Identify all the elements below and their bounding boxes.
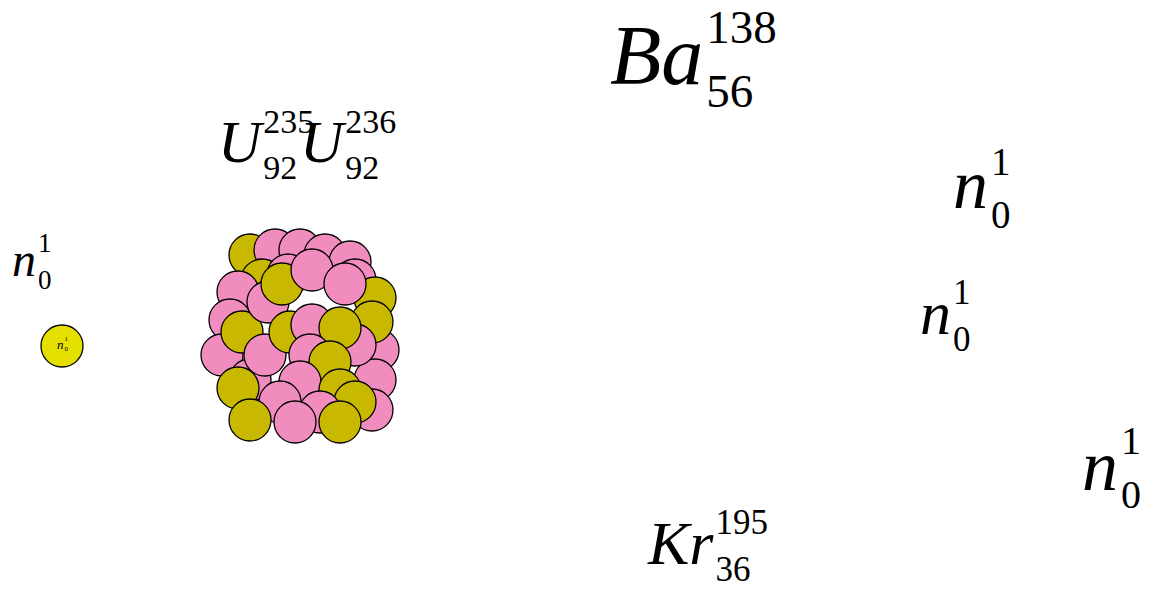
neutron-group: n10 <box>57 338 68 354</box>
nuclide-numbers: 10 <box>991 142 1011 234</box>
neutron-symbol: n <box>1082 430 1118 502</box>
nuclide-numbers: 10 <box>38 230 52 294</box>
atomic-number: 0 <box>1121 475 1141 515</box>
atomic-number: 0 <box>953 322 971 357</box>
uranium-group: U23592 <box>218 112 314 185</box>
neutron-symbol: n <box>57 338 64 351</box>
nuclide-numbers: 10 <box>953 275 971 357</box>
atomic-number: 36 <box>715 552 768 587</box>
nuclide-numbers: 19536 <box>715 505 768 587</box>
barium-group: Ba13856 <box>610 14 777 115</box>
neutron-group: n10 <box>920 282 971 357</box>
mass-number: 1 <box>953 275 971 310</box>
mass-number: 138 <box>706 4 777 51</box>
nuclide-numbers: 13856 <box>706 4 777 115</box>
neutron-symbol: n <box>12 236 36 284</box>
neutron-symbol: n <box>953 150 988 220</box>
atomic-number: 0 <box>991 195 1011 234</box>
mass-number: 195 <box>715 505 768 540</box>
mass-number: 1 <box>65 336 69 343</box>
krypton-group: Kr19536 <box>648 512 768 587</box>
neutron-symbol: n <box>920 282 951 344</box>
uranium-symbol: U <box>218 112 261 172</box>
atomic-number: 56 <box>706 68 777 115</box>
nuclide-numbers: 23692 <box>345 105 396 185</box>
neutron-group: n10 <box>953 150 1011 234</box>
atomic-number: 92 <box>345 151 396 185</box>
mass-number: 236 <box>345 105 396 139</box>
neutron-group: n10 <box>1082 430 1141 515</box>
mass-number: 1 <box>38 230 52 257</box>
atomic-number: 0 <box>65 346 69 353</box>
uranium-symbol: U <box>300 112 343 172</box>
atomic-number: 0 <box>38 267 52 294</box>
uranium-group: U23692 <box>300 112 396 185</box>
barium-symbol: Ba <box>610 14 703 98</box>
neutron-ball: n10 <box>40 324 84 368</box>
neutron-group: n10 <box>12 236 52 294</box>
nuclide-numbers: 10 <box>65 336 69 353</box>
mass-number: 1 <box>991 142 1011 181</box>
nuclide-numbers: 10 <box>1121 421 1141 515</box>
mass-number: 1 <box>1121 421 1141 461</box>
krypton-symbol: Kr <box>648 512 713 574</box>
